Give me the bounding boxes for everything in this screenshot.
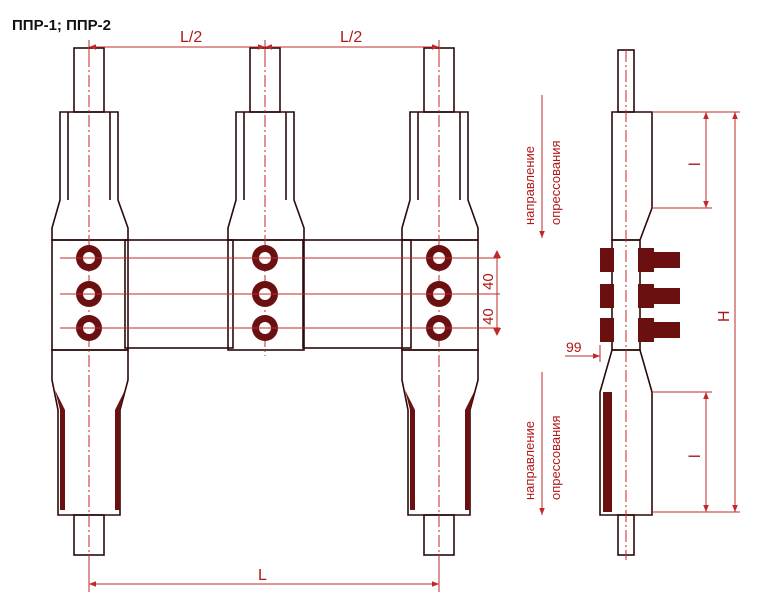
pressing-label-bottom-1: направление — [522, 421, 537, 500]
dimension-total-span: L — [88, 560, 440, 592]
clamp-middle — [227, 47, 305, 356]
pressing-label-top-2: опрессования — [548, 140, 563, 225]
dimension-side-offset: 99 — [565, 339, 601, 362]
pressing-direction-top: направление опрессования — [522, 95, 563, 238]
dim-label-half-left: L/2 — [180, 29, 202, 46]
dimension-clamp-length-bottom: l — [652, 391, 712, 513]
dim-label-length-bottom: l — [687, 454, 704, 458]
bolt-nut — [638, 318, 654, 342]
side-view: 99 l l H — [565, 49, 740, 560]
dim-label-height: H — [716, 310, 733, 322]
dimension-clamp-length-top: l — [652, 111, 712, 209]
dimension-bolt-pitch: 40 40 — [480, 250, 501, 336]
drawing-title: ППР-1; ППР-2 — [12, 17, 111, 34]
bolt-head — [600, 284, 614, 308]
clamp-left — [51, 47, 129, 560]
bolt-head — [600, 318, 614, 342]
side-sleeve-top — [611, 111, 653, 241]
bolt-shank — [654, 288, 680, 304]
dimension-half-span: L/2 L/2 — [88, 29, 440, 60]
pressing-label-bottom-2: опрессования — [548, 415, 563, 500]
bolt-shank — [654, 252, 680, 268]
side-sleeve-bottom — [599, 349, 653, 516]
dim-label-half-right: L/2 — [340, 29, 362, 46]
dim-label-pitch-2: 40 — [480, 308, 497, 325]
pressing-label-top-1: направление — [522, 146, 537, 225]
bolt-head — [600, 248, 614, 272]
bolt-shank — [654, 322, 680, 338]
front-view: L/2 L/2 L 40 40 направление опрессования… — [51, 29, 563, 592]
dim-label-pitch-1: 40 — [480, 273, 497, 290]
dimension-height: H — [712, 111, 740, 513]
dim-label-total: L — [258, 567, 267, 584]
dim-label-offset: 99 — [566, 339, 582, 355]
bolt-nut — [638, 284, 654, 308]
bolts-front — [60, 245, 500, 341]
bolt-nut — [638, 248, 654, 272]
bolts-side — [600, 248, 680, 342]
clamp-right — [401, 47, 479, 560]
dim-label-length-top: l — [687, 162, 704, 166]
pressing-direction-bottom: направление опрессования — [522, 372, 563, 515]
